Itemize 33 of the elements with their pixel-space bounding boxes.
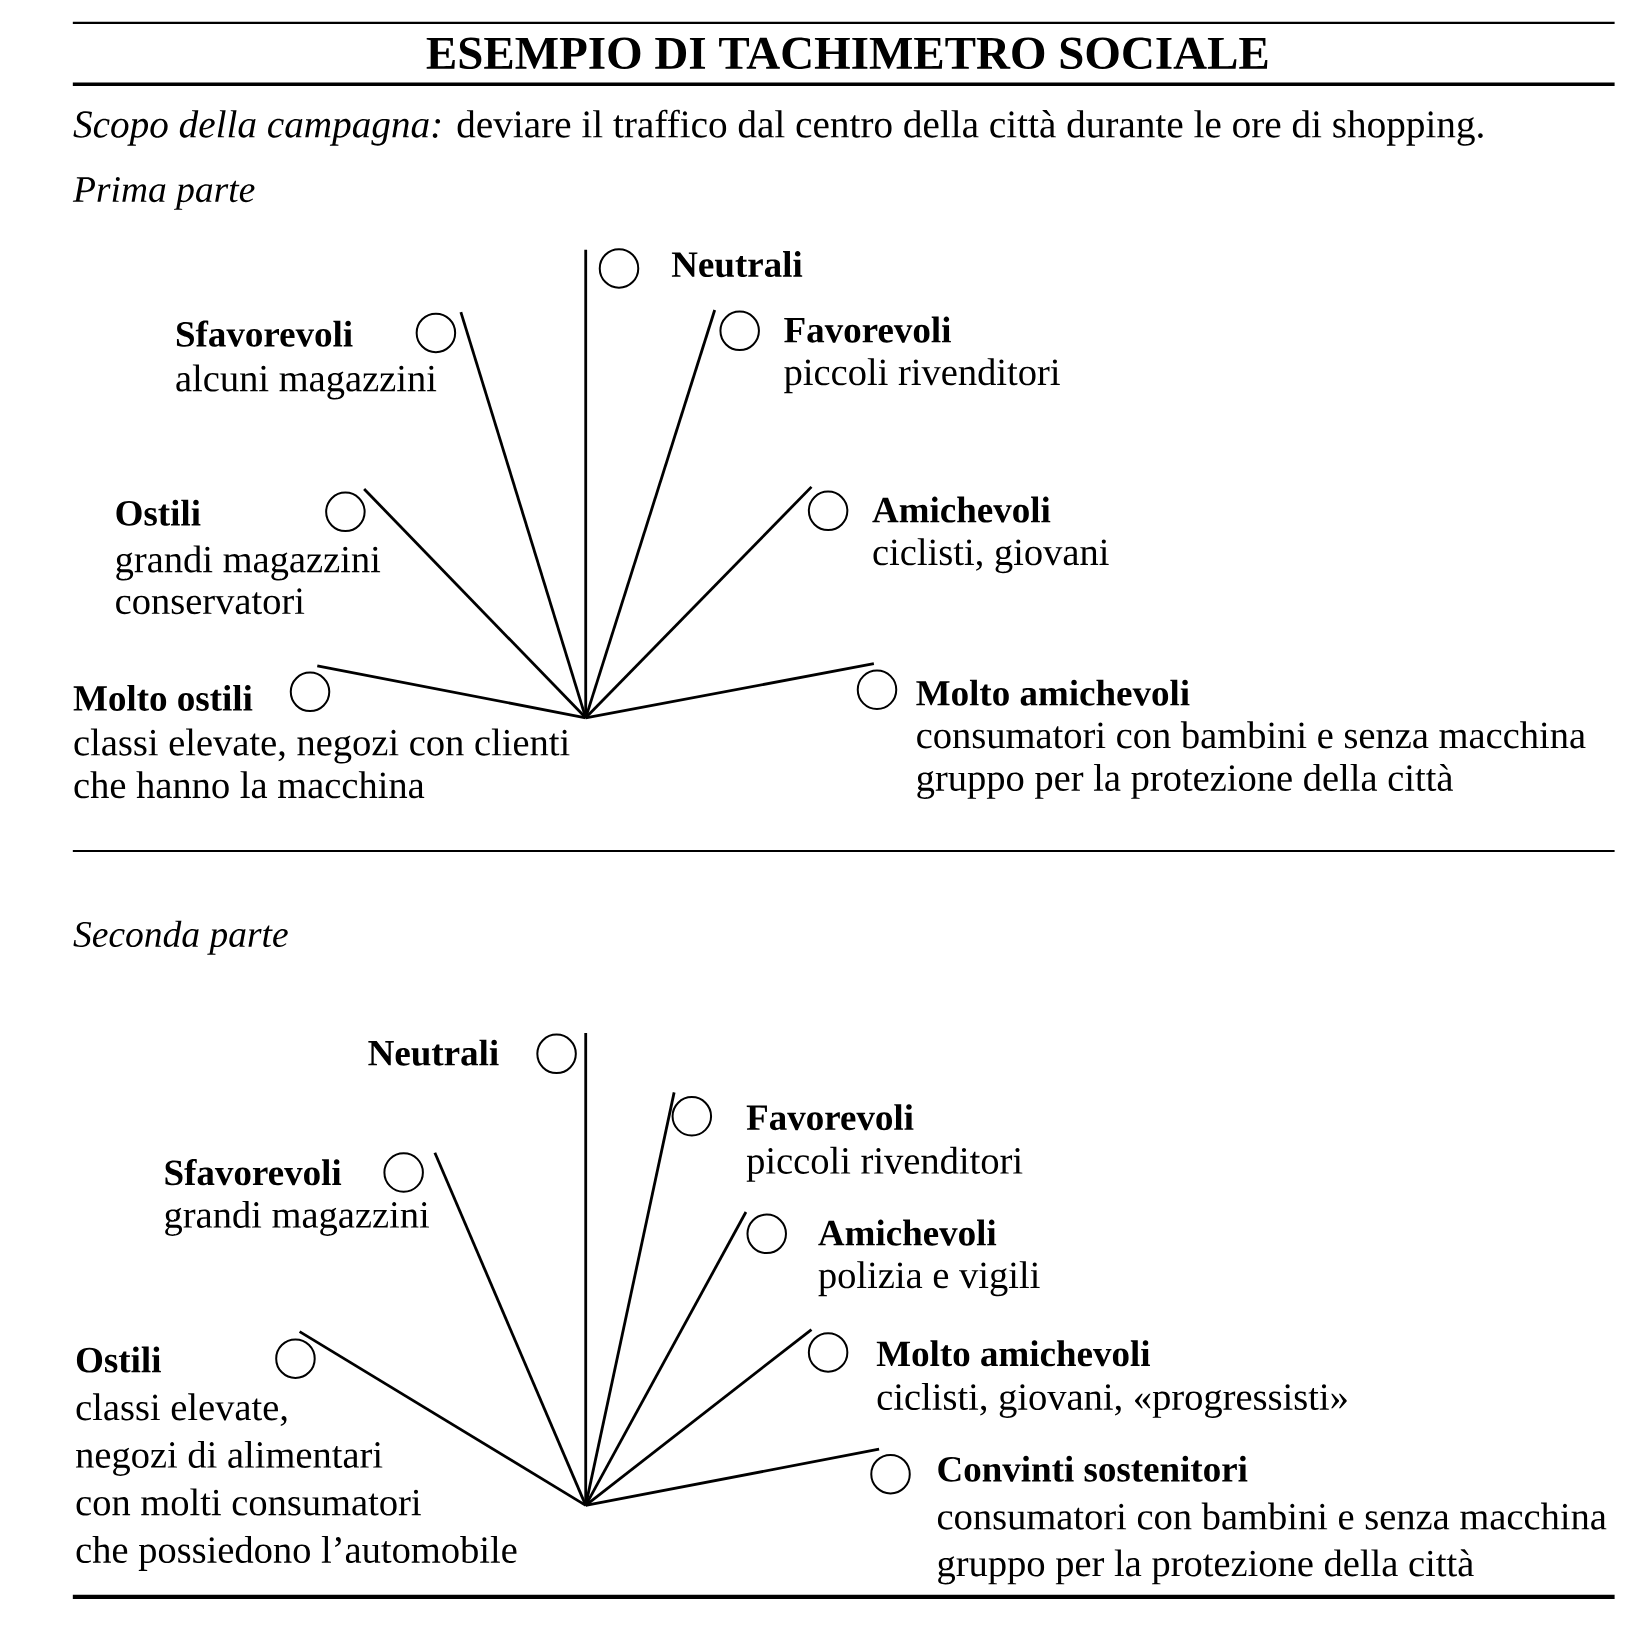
category-label: Ostili (76, 1346, 161, 1373)
section-heading: Seconda parte (73, 920, 288, 955)
category-label: Neutrali (671, 251, 803, 278)
category-label: Neutrali (368, 1039, 499, 1066)
category-label: Favorevoli (784, 316, 951, 343)
group-description: ciclisti, giovani, «progressisti» (877, 1382, 1347, 1418)
category-label: Amichevoli (872, 496, 1051, 523)
section-heading: Prima parte (72, 177, 255, 210)
group-description: classi elevate, negozi di alimentari con molti consumatori che possiedono l’automobile (76, 1393, 517, 1571)
category-label: Sfavorevoli (165, 1158, 342, 1186)
group-description: gruppo per la protezione della città (917, 763, 1453, 799)
group-description: classi elevate, negozi con clienti che hanno la macchina (74, 728, 570, 799)
category-label: Molto amichevoli (916, 679, 1190, 706)
group-description: grandi magazzini (165, 1200, 429, 1236)
group-description: piccoli rivenditori (746, 1146, 1023, 1182)
group-description: alcuni magazzini (176, 364, 437, 400)
group-description: polizia e vigili (818, 1261, 1040, 1297)
title: ESEMPIO DI TACHIMETRO SOCIALE (426, 37, 1268, 70)
category-label: Molto amichevoli (876, 1340, 1150, 1367)
campaign-aim-text: Scopo della campagna: deviare il traffico dal centro della città durante le ore di shopping. (73, 109, 1483, 146)
group-description: ciclisti, giovani (873, 538, 1109, 574)
category-label: Favorevoli (746, 1104, 914, 1131)
group-description: conservatori (116, 588, 305, 615)
category-label: Molto ostili (73, 684, 253, 711)
category-label: Ostili (116, 499, 201, 526)
group-description: consumatori con bambini e senza macchina (938, 1502, 1607, 1530)
category-label: Sfavorevoli (176, 320, 353, 347)
group-description: grandi magazzini (116, 545, 381, 581)
group-description: piccoli rivenditori (784, 358, 1060, 394)
group-description: gruppo per la protezione della città (938, 1549, 1474, 1585)
category-label: Convinti sostenitori (938, 1455, 1248, 1482)
category-label: Amichevoli (818, 1219, 997, 1246)
group-description: consumatori con bambini e senza macchina (917, 721, 1586, 749)
